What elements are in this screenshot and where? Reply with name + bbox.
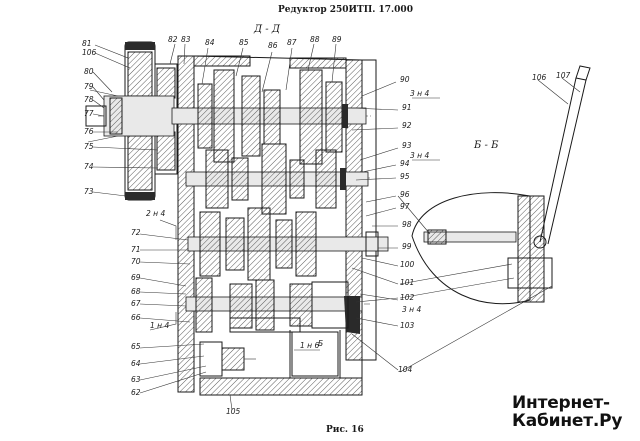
fit-note-bottom: 1 н 6 (300, 341, 319, 350)
label-101: 101 (400, 278, 414, 287)
label-76: 76 (84, 127, 94, 136)
label-88: 88 (310, 35, 320, 44)
third-shaft (187, 207, 389, 281)
label-70: 70 (131, 257, 141, 266)
label-105: 105 (226, 407, 241, 416)
pulley-assembly (85, 41, 178, 201)
label-103: 103 (400, 321, 415, 330)
leader-lines (92, 43, 581, 411)
label-75: 75 (84, 142, 94, 151)
label-69: 69 (131, 273, 141, 282)
label-104: 104 (398, 365, 413, 374)
label-89: 89 (332, 35, 342, 44)
label-62: 62 (131, 388, 141, 397)
drain-plug (199, 341, 256, 377)
label-83: 83 (181, 35, 191, 44)
watermark-line-2: Кабинет.Ру (512, 411, 623, 431)
label-96: 96 (400, 190, 410, 199)
side-view-lever (411, 65, 591, 305)
label-72: 72 (131, 228, 141, 237)
label-100: 100 (400, 260, 415, 269)
fit-note-left-upper: 2 н 4 (146, 209, 165, 218)
section-mark-b: Б (318, 339, 323, 348)
fit-note-middle: 3 н 4 (410, 151, 429, 160)
label-87: 87 (287, 38, 297, 47)
label-102: 102 (400, 293, 415, 302)
label-95: 95 (400, 172, 410, 181)
label-80: 80 (84, 67, 94, 76)
label-97: 97 (400, 202, 410, 211)
label-67: 67 (131, 299, 141, 308)
label-79: 79 (84, 82, 94, 91)
upper-shaft (171, 69, 367, 165)
label-71: 71 (131, 245, 141, 254)
label-85: 85 (239, 38, 249, 47)
section-title-side: Б - Б (473, 140, 499, 151)
label-94: 94 (400, 159, 410, 168)
label-65: 65 (131, 342, 141, 351)
label-77: 77 (84, 109, 94, 118)
label-81: 81 (82, 39, 92, 48)
drawing-title: Редуктор 250ИТП. 17.000 (278, 5, 413, 15)
label-84: 84 (205, 38, 215, 47)
label-92: 92 (402, 121, 412, 130)
lower-shaft (185, 277, 363, 334)
label-98: 98 (402, 220, 412, 229)
figure-caption: Рис. 16 (326, 425, 364, 435)
section-title-main: Д - Д (253, 24, 281, 35)
label-63: 63 (131, 375, 141, 384)
fit-note-upper: 3 н 4 (410, 89, 429, 98)
label-82: 82 (168, 35, 178, 44)
label-73: 73 (84, 187, 94, 196)
watermark: Интернет- Кабинет.Ру (512, 394, 622, 430)
label-86: 86 (268, 41, 278, 50)
watermark-line-1: Интернет- (512, 393, 610, 413)
label-93: 93 (402, 141, 412, 150)
label-68: 68 (131, 287, 141, 296)
label-78: 78 (84, 95, 94, 104)
label-91: 91 (402, 103, 412, 112)
fit-note-left-lower: 1 н 4 (150, 321, 169, 330)
label-66: 66 (131, 313, 141, 322)
label-106-left: 106 (82, 48, 97, 57)
second-shaft (185, 143, 369, 215)
gearbox-housing (98, 55, 377, 396)
label-99: 99 (402, 242, 412, 251)
label-74: 74 (84, 162, 94, 171)
label-64: 64 (131, 359, 141, 368)
label-106-right: 106 (532, 73, 547, 82)
fit-note-lower-right: 3 н 4 (402, 305, 421, 314)
label-107: 107 (556, 71, 571, 80)
label-90: 90 (400, 75, 410, 84)
watermark-backdrop (504, 392, 632, 434)
